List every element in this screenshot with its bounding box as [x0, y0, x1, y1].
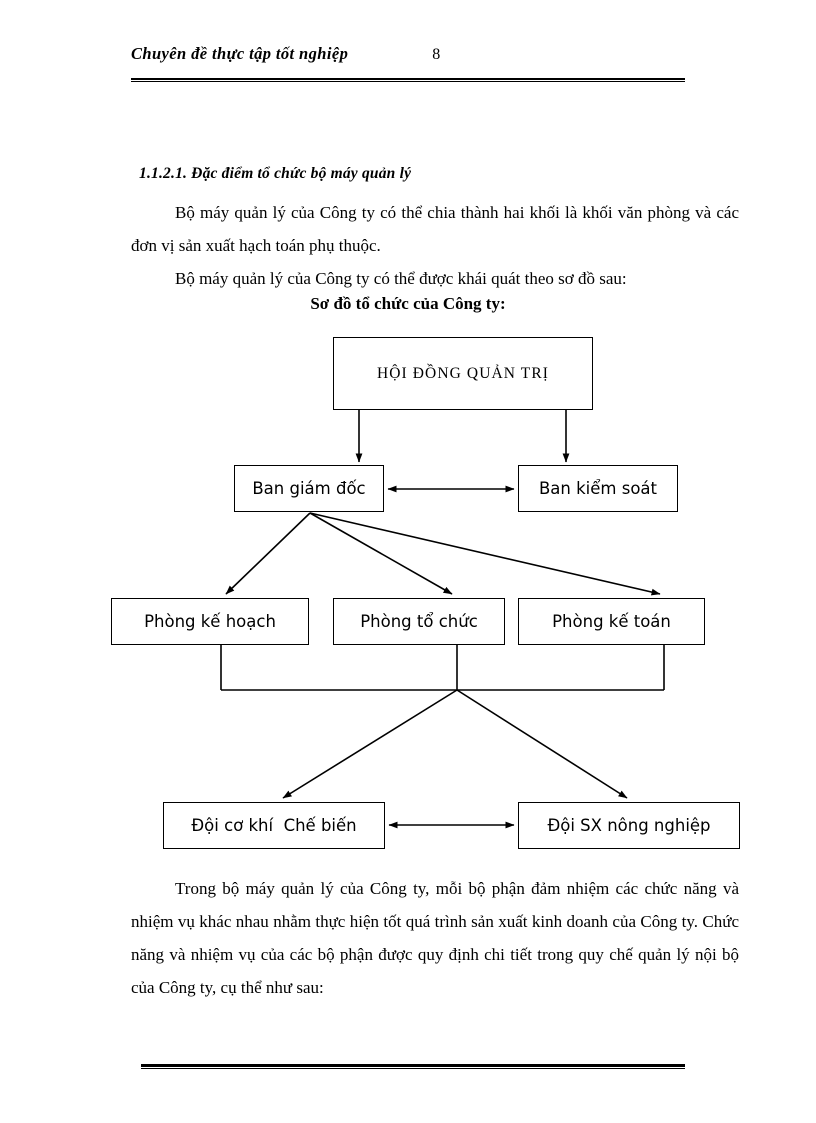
header-rule-thin — [131, 81, 685, 82]
paragraph-one: Bộ máy quản lý của Công ty có thể chia t… — [131, 203, 739, 255]
header-rule-thick — [131, 78, 685, 80]
node-ban-giam-doc[interactable]: Ban giám đốc — [234, 465, 384, 512]
page-number: 8 — [432, 46, 441, 63]
node-hoi-dong-quan-tri[interactable]: HỘI ĐỒNG QUẢN TRỊ — [333, 337, 593, 410]
running-header: Chuyên đề thực tập tốt nghiệp 8 — [131, 44, 685, 74]
section-heading: 1.1.2.1. Đặc điểm tổ chức bộ máy quản lý — [139, 165, 412, 182]
header-title: Chuyên đề thực tập tốt nghiệp — [131, 44, 349, 63]
connector-bracket-to-mechanical — [282, 689, 458, 799]
footer-rule-gap — [141, 1067, 685, 1068]
diagram-caption: Sơ đồ tổ chức của Công ty: — [310, 294, 506, 313]
connector-directors-to-organization — [309, 512, 453, 595]
connector-directors-to-accounting — [309, 512, 661, 596]
footer-rule-thick — [141, 1064, 685, 1067]
footer-rule — [141, 1064, 685, 1069]
header-rule — [131, 78, 685, 82]
node-phong-to-chuc[interactable]: Phòng tổ chức — [333, 598, 505, 645]
node-phong-ke-hoach[interactable]: Phòng kế hoạch — [111, 598, 309, 645]
paragraph-three: Trong bộ máy quản lý của Công ty, mỗi bộ… — [131, 879, 739, 997]
node-doi-sx-nong-nghiep[interactable]: Đội SX nông nghiệp — [518, 802, 740, 849]
footer-rule-thin — [141, 1068, 685, 1069]
node-phong-ke-toan[interactable]: Phòng kế toán — [518, 598, 705, 645]
node-doi-co-khi-che-bien[interactable]: Đội cơ khí Chế biến — [163, 802, 385, 849]
connector-directors-to-planning — [225, 512, 311, 595]
header-rule-gap — [131, 80, 685, 81]
connector-bracket-to-agriculture — [456, 689, 628, 799]
paragraph-two: Bộ máy quản lý của Công ty có thể được k… — [175, 269, 627, 288]
node-ban-kiem-soat[interactable]: Ban kiểm soát — [518, 465, 678, 512]
